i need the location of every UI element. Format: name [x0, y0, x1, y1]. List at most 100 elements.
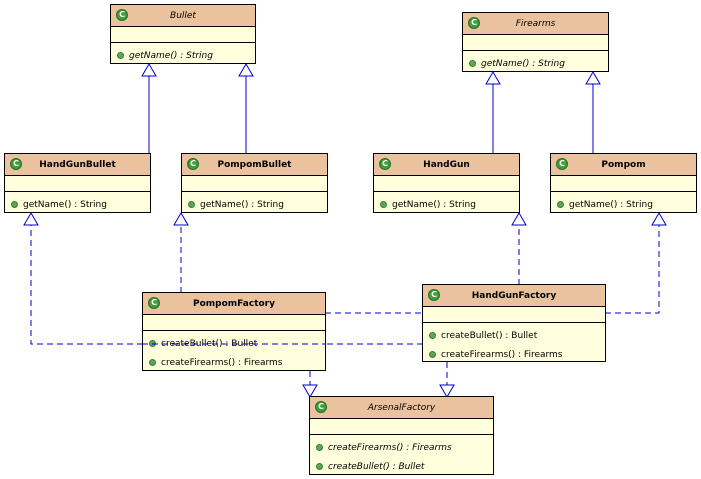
public-method-icon — [469, 60, 476, 67]
operation-signature: getName() : String — [129, 50, 213, 61]
attributes-compartment — [423, 307, 605, 323]
class-name: PompomFactory — [193, 298, 275, 309]
public-method-icon — [557, 201, 564, 208]
attributes-compartment — [5, 176, 150, 192]
operations-compartment: createBullet() : Bullet createFirearms()… — [423, 323, 605, 364]
public-method-icon — [380, 201, 387, 208]
operation-signature: getName() : String — [392, 199, 476, 210]
class-name: HandGunBullet — [39, 159, 116, 170]
arrowhead-firearms-right — [585, 71, 601, 85]
arrowhead-firearms-left — [485, 71, 501, 85]
class-firearms[interactable]: C Firearms getName() : String — [462, 12, 609, 72]
operations-compartment: getName() : String — [5, 192, 150, 214]
class-header: C ArsenalFactory — [310, 397, 493, 419]
class-icon: C — [10, 158, 22, 170]
arrowhead-arsenal-right — [439, 384, 455, 398]
class-name: Firearms — [515, 18, 556, 29]
class-header: C PompomBullet — [182, 154, 327, 176]
operation-signature: createBullet() : Bullet — [441, 330, 538, 341]
public-method-icon — [188, 201, 195, 208]
attributes-compartment — [551, 176, 696, 192]
operations-compartment: getName() : String — [463, 51, 608, 73]
class-header: C HandGunBullet — [5, 154, 150, 176]
operation-signature: getName() : String — [569, 199, 653, 210]
operation[interactable]: createFirearms() : Firearms — [310, 438, 493, 457]
public-method-icon — [11, 201, 18, 208]
class-icon: C — [468, 17, 480, 29]
class-header: C Firearms — [463, 13, 608, 35]
class-name: HandGun — [423, 159, 470, 170]
operation[interactable]: getName() : String — [111, 46, 255, 65]
arrowhead-handgunbullet — [23, 212, 39, 226]
operations-compartment: createBullet() : Bullet createFirearms()… — [143, 331, 325, 372]
operation[interactable]: getName() : String — [5, 195, 150, 214]
class-pompombullet[interactable]: C PompomBullet getName() : String — [181, 153, 328, 213]
public-method-icon — [149, 340, 156, 347]
class-name: ArsenalFactory — [367, 402, 436, 413]
operation-signature: createBullet() : Bullet — [328, 461, 425, 472]
class-header: C Pompom — [551, 154, 696, 176]
class-name: HandGunFactory — [471, 290, 557, 301]
attributes-compartment — [310, 419, 493, 435]
public-method-icon — [429, 332, 436, 339]
class-handgun[interactable]: C HandGun getName() : String — [373, 153, 520, 213]
class-icon: C — [428, 289, 440, 301]
operation-signature: createFirearms() : Firearms — [328, 442, 452, 453]
operations-compartment: createFirearms() : Firearms createBullet… — [310, 435, 493, 476]
class-header: C HandGun — [374, 154, 519, 176]
public-method-icon — [316, 444, 323, 451]
class-name: PompomBullet — [217, 159, 292, 170]
class-handgunfactory[interactable]: C HandGunFactory createBullet() : Bullet… — [422, 284, 606, 362]
operation[interactable]: createFirearms() : Firearms — [143, 353, 325, 372]
arrowhead-arsenal-left — [302, 384, 318, 398]
arrowhead-bullet-left — [141, 63, 157, 77]
class-arsenalfactory[interactable]: C ArsenalFactory createFirearms() : Fire… — [309, 396, 494, 475]
arrowhead-pompom — [651, 212, 667, 226]
attributes-compartment — [374, 176, 519, 192]
operation-signature: createFirearms() : Firearms — [161, 357, 283, 368]
operation[interactable]: createFirearms() : Firearms — [423, 345, 605, 364]
operations-compartment: getName() : String — [111, 43, 255, 65]
class-icon: C — [379, 158, 391, 170]
class-pompomfactory[interactable]: C PompomFactory createBullet() : Bullet … — [142, 292, 326, 371]
operation[interactable]: getName() : String — [374, 195, 519, 214]
class-icon: C — [116, 9, 128, 21]
operations-compartment: getName() : String — [374, 192, 519, 214]
attributes-compartment — [463, 35, 608, 51]
public-method-icon — [117, 52, 124, 59]
class-bullet[interactable]: C Bullet getName() : String — [110, 4, 256, 64]
attributes-compartment — [111, 27, 255, 43]
class-handgunbullet[interactable]: C HandGunBullet getName() : String — [4, 153, 151, 213]
operation[interactable]: createBullet() : Bullet — [310, 457, 493, 476]
operation-signature: getName() : String — [200, 199, 284, 210]
attributes-compartment — [182, 176, 327, 192]
arrowhead-bullet-right — [238, 63, 254, 77]
operation[interactable]: getName() : String — [182, 195, 327, 214]
class-icon: C — [187, 158, 199, 170]
class-name: Pompom — [601, 159, 646, 170]
operations-compartment: getName() : String — [551, 192, 696, 214]
public-method-icon — [149, 359, 156, 366]
class-header: C Bullet — [111, 5, 255, 27]
class-icon: C — [315, 401, 327, 413]
class-icon: C — [556, 158, 568, 170]
operation-signature: createBullet() : Bullet — [161, 338, 258, 349]
class-pompom[interactable]: C Pompom getName() : String — [550, 153, 697, 213]
operation-signature: getName() : String — [23, 199, 107, 210]
operation[interactable]: createBullet() : Bullet — [143, 334, 325, 353]
public-method-icon — [316, 463, 323, 470]
class-header: C HandGunFactory — [423, 285, 605, 307]
arrowhead-pompombullet — [173, 212, 189, 226]
class-header: C PompomFactory — [143, 293, 325, 315]
operations-compartment: getName() : String — [182, 192, 327, 214]
operation-signature: getName() : String — [481, 58, 565, 69]
class-icon: C — [148, 297, 160, 309]
operation[interactable]: getName() : String — [463, 54, 608, 73]
public-method-icon — [429, 351, 436, 358]
operation-signature: createFirearms() : Firearms — [441, 349, 563, 360]
operation[interactable]: getName() : String — [551, 195, 696, 214]
attributes-compartment — [143, 315, 325, 331]
class-name: Bullet — [170, 10, 196, 21]
operation[interactable]: createBullet() : Bullet — [423, 326, 605, 345]
